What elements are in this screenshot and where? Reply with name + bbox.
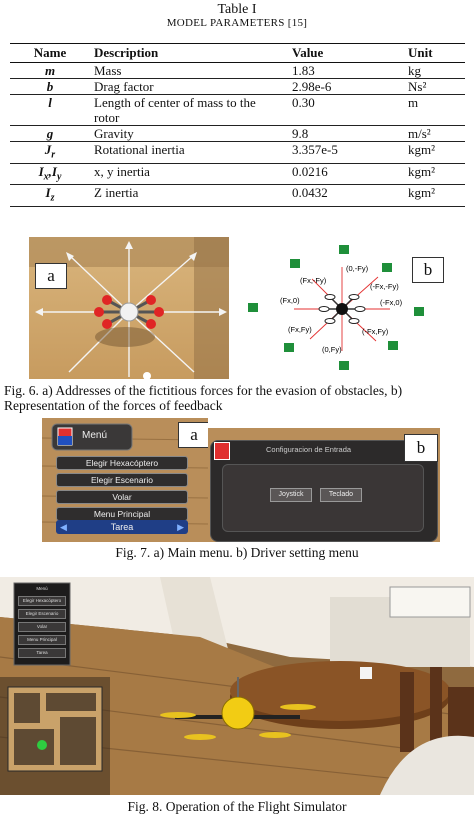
hexacopter-drone — [160, 677, 316, 740]
table-subtitle: MODEL PARAMETERS [15] — [166, 17, 308, 29]
param-symbol: m — [44, 63, 56, 78]
header-unit: Unit — [408, 45, 433, 60]
param-description: x, y inertia — [94, 163, 150, 179]
param-symbol: Iz — [45, 185, 55, 204]
teclado-button[interactable]: Teclado — [320, 488, 362, 502]
fig7-caption: Fig. 7. a) Main menu. b) Driver setting … — [115, 545, 359, 560]
param-description: Mass — [94, 63, 122, 78]
table-row: Jr Rotational inertia 3.357e-5 kgm² — [10, 142, 465, 164]
fig6-caption: Fig. 6. a) Addresses of the fictitious f… — [4, 383, 403, 413]
table-row: l Length of center of mass to the rotor 0.… — [10, 95, 465, 126]
fig8-caption: Fig. 8. Operation of the Flight Simulato… — [127, 799, 347, 814]
flag-icon — [214, 442, 230, 460]
green-box-icons — [248, 245, 424, 370]
force-label: (-Fx,0) — [380, 298, 403, 307]
table-row: g Gravity 9.8 m/s² — [10, 126, 465, 142]
arrow-right-icon[interactable]: ▶ — [177, 522, 184, 532]
fig6-label-a: a — [35, 263, 67, 289]
table-row: Iz Z inertia 0.0432 kgm² — [10, 185, 465, 207]
param-symbol: Ix,Iy — [38, 163, 62, 183]
param-value: 0.0216 — [292, 163, 328, 179]
menu-item-button[interactable]: Elegir Escenario — [56, 473, 188, 487]
param-description: Gravity — [94, 126, 134, 141]
tarea-bar: ◀ Tarea ▶ — [56, 520, 188, 534]
header-name: Name — [33, 45, 67, 60]
arrow-left-icon[interactable]: ◀ — [60, 522, 67, 532]
param-value: 3.357e-5 — [292, 142, 338, 157]
param-value: 9.8 — [292, 126, 309, 141]
param-unit: kg — [408, 63, 421, 78]
force-label: (Fx,0) — [280, 296, 300, 305]
tarea-label: Tarea — [110, 522, 134, 532]
param-unit: m/s² — [408, 126, 431, 141]
param-unit: kgm² — [408, 185, 436, 201]
param-description: Length of center of mass to the rotor — [94, 95, 256, 125]
force-label: (-Fx,-Fy) — [370, 282, 399, 291]
param-unit: kgm² — [408, 163, 436, 179]
param-value: 2.98e-6 — [292, 79, 332, 94]
fig7b-driver-settings: Configuracion de Entrada Joystick Teclad… — [208, 428, 440, 542]
param-unit: kgm² — [408, 142, 436, 157]
param-symbol: Jr — [44, 142, 56, 161]
param-unit: Ns² — [408, 79, 427, 94]
mini-menu-item[interactable]: Volar — [18, 622, 66, 632]
table-row: m Mass 1.83 kg — [10, 63, 465, 79]
config-title: Configuracion de Entrada — [266, 445, 352, 454]
table-title: Table I — [217, 2, 257, 17]
table-row: b Drag factor 2.98e-6 Ns² — [10, 79, 465, 95]
mini-menu-item[interactable]: Elegir Hexacóptero — [18, 596, 66, 606]
fig6a-simulation-photo: a — [29, 237, 229, 379]
table-header-row: Name Description Value Unit — [10, 43, 465, 63]
mini-menu-item[interactable]: Menu Principal — [18, 635, 66, 645]
param-symbol: b — [46, 79, 54, 94]
fig6b-force-diagram: (0,-Fy) (Fx,-Fy) (-Fx,-Fy) (Fx,0) (-Fx,0… — [238, 237, 446, 379]
param-symbol: g — [46, 126, 54, 141]
param-description: Drag factor — [94, 79, 154, 94]
force-label: (Fx,Fy) — [288, 325, 312, 334]
param-value: 0.0432 — [292, 185, 328, 201]
table-body: m Mass 1.83 kg b Drag factor 2.98e-6 Ns² l Length… — [10, 63, 465, 207]
force-label: (Fx,-Fy) — [300, 276, 327, 285]
fig7-label-b: b — [404, 434, 438, 462]
param-description: Rotational inertia — [94, 142, 185, 157]
fig6-label-b: b — [412, 257, 444, 283]
param-value: 0.30 — [292, 95, 315, 110]
fig7-label-a: a — [178, 422, 208, 448]
mini-menu-item[interactable]: Tarea — [18, 648, 66, 658]
header-value: Value — [292, 45, 324, 60]
menu-title: Menú — [82, 430, 108, 441]
joystick-button[interactable]: Joystick — [270, 488, 312, 502]
param-description: Z inertia — [94, 185, 139, 201]
menu-item-button[interactable]: Volar — [56, 490, 188, 504]
param-value: 1.83 — [292, 63, 315, 78]
header-description: Description — [94, 45, 159, 60]
param-unit: m — [408, 95, 419, 110]
force-label: (0,Fy) — [322, 345, 342, 354]
menu-item-button[interactable]: Elegir Hexacóptero — [56, 456, 188, 470]
force-label: (0,-Fy) — [346, 264, 369, 273]
force-label: (-Fx,Fy) — [362, 327, 389, 336]
table-row: Ix,Iy x, y inertia 0.0216 kgm² — [10, 163, 465, 185]
param-symbol: l — [48, 95, 52, 110]
mini-menu-item[interactable]: Elegir Escenario — [18, 609, 66, 619]
mini-menu-title: Menú — [36, 586, 48, 591]
menu-item-button[interactable]: Menu Principal — [56, 507, 188, 521]
